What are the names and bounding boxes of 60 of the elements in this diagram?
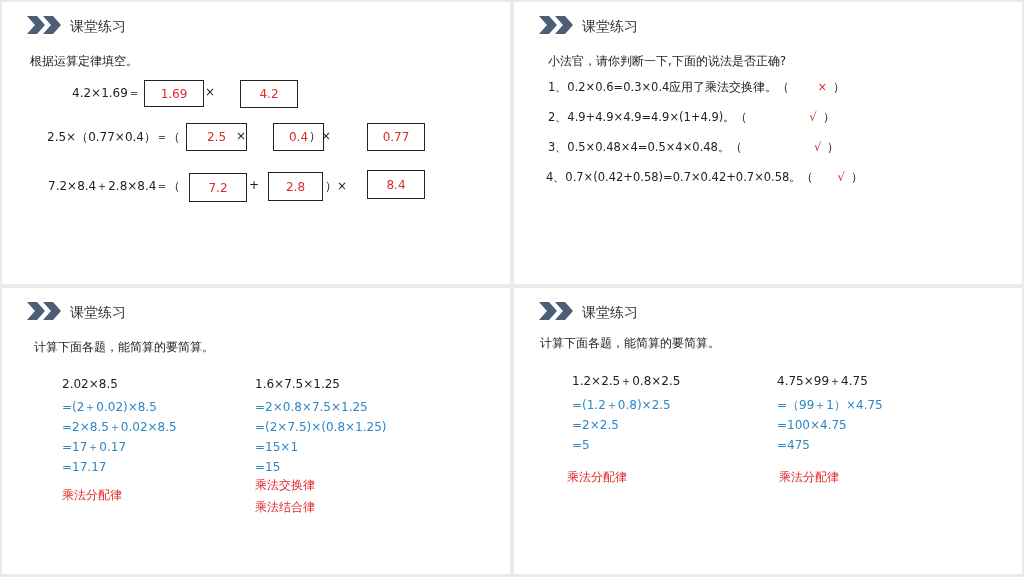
expression-text: 1.2×2.5＋0.8×2.5 — [572, 374, 681, 388]
calculation-step: =(2×7.5)×(0.8×1.25) — [255, 420, 387, 434]
law-name: 乘法分配律 — [779, 470, 839, 484]
panel-card — [2, 288, 510, 574]
statement-text: 4、0.7×(0.42+0.58)=0.7×0.42+0.7×0.58。（ — [546, 170, 814, 184]
equation-text: 2.5×（0.77×0.4）＝（ — [47, 130, 180, 144]
statement-text: 3、0.5×0.48×4=0.5×4×0.48。（ — [548, 140, 742, 154]
law-name: 乘法交换律 — [255, 478, 315, 492]
judgement-mark: √ — [813, 140, 822, 154]
law-name: 乘法分配律 — [62, 488, 122, 502]
calculation-step: =(1.2＋0.8)×2.5 — [572, 398, 671, 412]
equation-text: 7.2×8.4＋2.8×8.4＝（ — [48, 179, 181, 193]
calculation-step: =475 — [777, 438, 810, 452]
calculation-step: =5 — [572, 438, 590, 452]
bracket-sign: ） — [827, 140, 840, 154]
answer-box: 8.4 — [367, 170, 425, 199]
answer-box: 7.2 — [189, 173, 247, 202]
equation-text: 4.2×1.69＝ — [72, 86, 140, 100]
operator-sign: + — [249, 178, 260, 192]
calculation-step: =15 — [255, 460, 281, 474]
operator-sign: ）× — [325, 179, 348, 193]
calculation-step: =（99＋1）×4.75 — [777, 398, 883, 412]
expression-text: 4.75×99＋4.75 — [777, 374, 868, 388]
law-name: 乘法结合律 — [255, 500, 315, 514]
section-heading: 课堂练习 — [582, 304, 638, 320]
instruction-text: 根据运算定律填空。 — [30, 54, 138, 68]
statement-text: 1、0.2×0.6=0.3×0.4应用了乘法交换律。（ — [548, 80, 790, 94]
section-heading: 课堂练习 — [70, 18, 126, 34]
expression-text: 1.6×7.5×1.25 — [255, 377, 340, 391]
answer-box: 2.8 — [268, 172, 323, 201]
calculation-step: =100×4.75 — [777, 418, 847, 432]
operator-sign: × — [236, 129, 247, 143]
panel-card — [2, 2, 510, 284]
judgement-mark: √ — [837, 170, 845, 184]
instruction-text: 小法官，请你判断一下,下面的说法是否正确? — [548, 54, 787, 68]
bracket-sign: ） — [833, 80, 846, 94]
panel-card — [514, 288, 1022, 574]
calculation-step: =2×2.5 — [572, 418, 619, 432]
instruction-text: 计算下面各题，能简算的要简算。 — [34, 340, 214, 354]
bracket-sign: ） — [822, 110, 835, 124]
bracket-sign: ） — [850, 170, 863, 184]
law-name: 乘法分配律 — [567, 470, 627, 484]
calculation-step: =17＋0.17 — [62, 440, 127, 454]
answer-box: 1.69 — [144, 80, 204, 107]
section-heading: 课堂练习 — [70, 304, 126, 320]
instruction-text: 计算下面各题，能简算的要简算。 — [540, 336, 720, 350]
calculation-step: =2×8.5＋0.02×8.5 — [62, 420, 177, 434]
calculation-step: =17.17 — [62, 460, 107, 474]
calculation-step: =15×1 — [255, 440, 298, 454]
answer-box: 0.77 — [367, 123, 425, 151]
section-heading: 课堂练习 — [582, 18, 638, 34]
calculation-step: =2×0.8×7.5×1.25 — [255, 400, 368, 414]
operator-sign: × — [205, 85, 216, 99]
judgement-mark: × — [817, 80, 828, 94]
calculation-step: =(2＋0.02)×8.5 — [62, 400, 157, 414]
judgement-mark: √ — [809, 110, 817, 124]
statement-text: 2、4.9+4.9×4.9=4.9×(1+4.9)。（ — [548, 110, 748, 124]
panel-card — [514, 2, 1022, 284]
answer-box: 4.2 — [240, 80, 298, 108]
expression-text: 2.02×8.5 — [62, 377, 118, 391]
